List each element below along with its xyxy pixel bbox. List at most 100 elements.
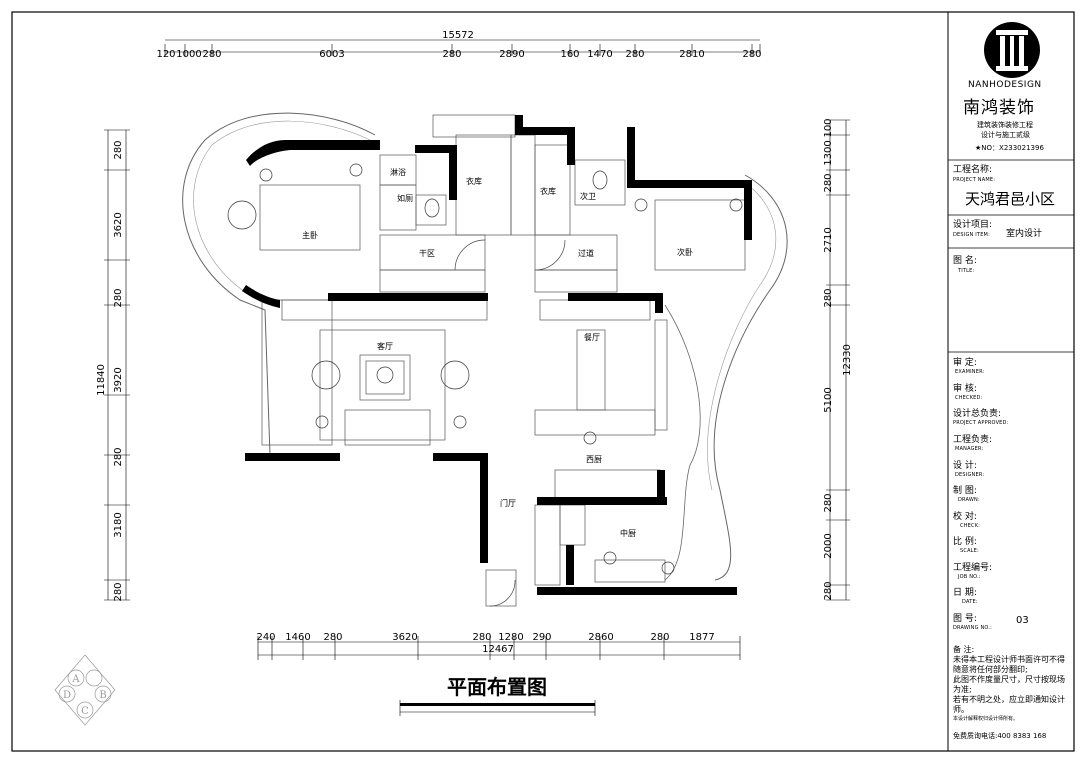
room-living: 客厅 [377, 341, 393, 351]
dim-right-7: 2000 [823, 533, 834, 558]
drawn-label: 制 图: [953, 486, 977, 496]
dim-right-5: 5100 [823, 387, 834, 412]
stamp-letter-d: D [63, 690, 71, 701]
design-item-sub: DESIGN ITEM: [953, 232, 990, 238]
room-dry-area: 干区 [419, 249, 435, 258]
room-chinese-kitchen: 中厨 [620, 528, 636, 538]
room-shower: 淋浴 [390, 167, 406, 177]
note-3: 此图不作度量尺寸，尺寸按现场 [953, 675, 1065, 684]
dim-top-4: 280 [442, 49, 461, 60]
designer-sub: DESIGNER: [955, 472, 985, 478]
dim-right-4: 280 [823, 288, 834, 307]
manager-sub: MANAGER: [955, 446, 984, 452]
dim-right-6: 280 [823, 493, 834, 512]
figure-name-sub: TITLE: [958, 268, 975, 274]
room-foyer: 门厅 [500, 498, 516, 508]
designer-label: 设 计: [953, 461, 977, 471]
dim-top-0: 120 [156, 49, 175, 60]
dim-top-10: 280 [742, 49, 761, 60]
hotline: 免费质询电话:400 8383 168 [953, 732, 1047, 740]
interior-outlines [259, 114, 746, 607]
figure-name-label: 图 名: [953, 256, 977, 266]
title-block-lines [948, 159, 1074, 353]
room-western-kitchen: 西厨 [586, 455, 602, 464]
dim-right-2: 280 [823, 173, 834, 192]
dim-top-1: 1000 [176, 49, 201, 60]
dim-left-5: 3180 [113, 512, 124, 537]
approved-sub: PROJECT APPROVED: [953, 420, 1009, 426]
scale-sub: SCALE: [960, 548, 979, 554]
note-7: 本设计解释权归设计师所有。 [953, 716, 1019, 722]
design-item-label: 设计项目: [953, 220, 993, 230]
room-second-bedroom: 次卧 [677, 247, 693, 257]
dim-right-3: 2710 [823, 227, 834, 252]
note-5: 若有不明之处，应立即通知设计 [953, 695, 1065, 704]
dimension-left [104, 129, 130, 601]
note-2: 随意将任何部分翻印; [953, 665, 1028, 674]
dim-right-8: 280 [823, 581, 834, 600]
dim-bottom-6: 290 [532, 632, 551, 643]
dim-bottom-0: 240 [256, 632, 275, 643]
room-dining: 餐厅 [584, 333, 600, 342]
balcony-right-curve [713, 174, 788, 581]
dim-bottom-4: 280 [472, 632, 491, 643]
notes-label: 备 注: [953, 645, 975, 654]
dim-left-6: 280 [113, 582, 124, 601]
job-sub: JOB NO.: [958, 574, 981, 580]
dim-top-2: 280 [202, 49, 221, 60]
date-label: 日 期: [953, 588, 977, 598]
kitchen-curve [664, 304, 701, 581]
room-closet-2: 衣库 [540, 186, 556, 196]
brand-cn: 南鸿装饰 [963, 98, 1035, 118]
dim-top-3: 6003 [319, 49, 344, 60]
note-4: 为准; [953, 685, 972, 694]
brand-en: NANHODESIGN [968, 80, 1042, 90]
project-name-label: 工程名称: [953, 165, 993, 175]
dimension-right [826, 119, 850, 601]
job-label: 工程编号: [953, 563, 993, 573]
checked-label: 审 核: [953, 384, 977, 394]
balcony-left-curve-inner [193, 120, 371, 293]
brand-cert: ★NO：X233021396 [975, 144, 1044, 152]
check-sub: CHECK: [960, 523, 981, 529]
drawing-no-sub: DRAWING NO.: [953, 625, 993, 631]
note-6: 师。 [953, 705, 969, 714]
dim-top-total: 15572 [442, 30, 474, 41]
date-sub: DATE: [962, 599, 978, 605]
dim-right-0: 100 [823, 118, 834, 137]
room-toilet: 如厕 [397, 193, 413, 203]
title-block-logo [984, 22, 1040, 78]
door-swings [454, 239, 566, 607]
room-second-bath: 次卫 [580, 191, 596, 201]
stamp-letter-c: C [81, 706, 89, 717]
manager-label: 工程负责: [953, 435, 993, 445]
approved-label: 设计总负责: [953, 409, 1002, 419]
dim-top-5: 2890 [499, 49, 524, 60]
dim-bottom-total: 12467 [482, 644, 514, 655]
examiner-sub: EXAMINER: [955, 369, 985, 375]
dim-right-total: 12330 [842, 344, 853, 376]
dim-left-0: 280 [113, 140, 124, 159]
check-label: 校 对: [953, 512, 977, 522]
brand-tagline-1: 建筑装饰装修工程 [977, 121, 1033, 129]
room-closet-1: 衣库 [466, 176, 482, 186]
drawing-title-underline [400, 703, 595, 706]
scale-label: 比 例: [953, 537, 977, 547]
checked-sub: CHECKED: [955, 395, 983, 401]
dim-right-1: 1300 [823, 140, 834, 165]
dim-left-3: 3920 [113, 367, 124, 392]
furniture-symbols [227, 163, 743, 575]
drawing-title: 平面布置图 [447, 675, 547, 699]
dim-bottom-1: 1460 [285, 632, 310, 643]
room-master-bedroom: 主卧 [302, 230, 318, 240]
project-name-value: 天鸿君邑小区 [965, 190, 1056, 208]
dim-top-9: 2810 [679, 49, 704, 60]
dim-top-7: 1470 [587, 49, 612, 60]
note-1: 未得本工程设计师书面许可不得 [953, 655, 1065, 664]
dimension-bottom [257, 636, 741, 660]
dim-left-total: 11840 [96, 364, 107, 396]
balcony-right-curve-inner [707, 184, 777, 491]
walls [242, 115, 752, 595]
balcony-left-curve [182, 112, 376, 456]
